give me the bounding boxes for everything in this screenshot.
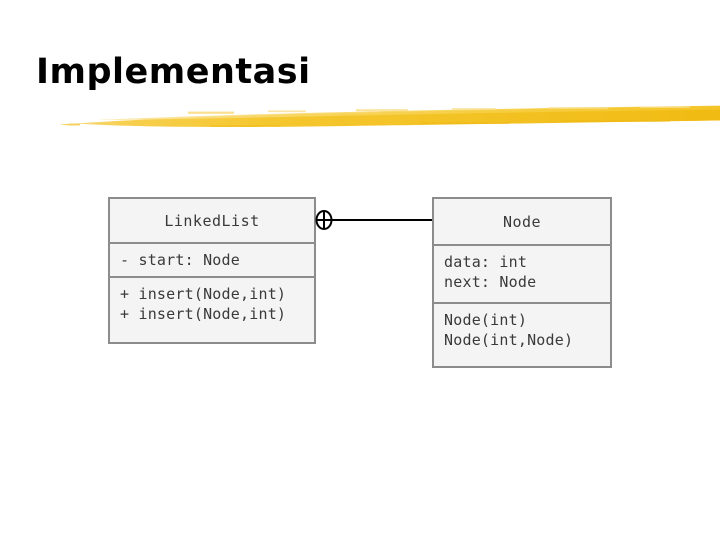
uml-attribute: - start: Node	[120, 251, 240, 269]
uml-operation: Node(int)	[444, 311, 528, 329]
crossed-circle-icon	[315, 210, 333, 230]
uml-operations-node: Node(int) Node(int,Node)	[434, 302, 610, 370]
uml-operations-linkedlist: + insert(Node,int) + insert(Node,int)	[110, 276, 314, 346]
uml-operation: + insert(Node,int)	[120, 285, 287, 303]
uml-class-name-linkedlist: LinkedList	[164, 211, 260, 230]
uml-class-node[interactable]: Node data: int next: Node Node(int) Node…	[432, 197, 612, 368]
uml-attribute: data: int	[444, 253, 528, 271]
uml-attributes-node: data: int next: Node	[434, 244, 610, 302]
uml-class-name-node: Node	[502, 212, 542, 231]
uml-attribute: next: Node	[444, 273, 537, 291]
uml-operation: + insert(Node,int)	[120, 305, 287, 323]
uml-operation: Node(int,Node)	[444, 331, 574, 349]
uml-association-line	[330, 219, 433, 221]
uml-attributes-linkedlist: - start: Node	[110, 242, 314, 276]
page-title: Implementasi	[36, 52, 311, 92]
uml-class-linkedlist[interactable]: LinkedList - start: Node + insert(Node,i…	[108, 197, 316, 344]
